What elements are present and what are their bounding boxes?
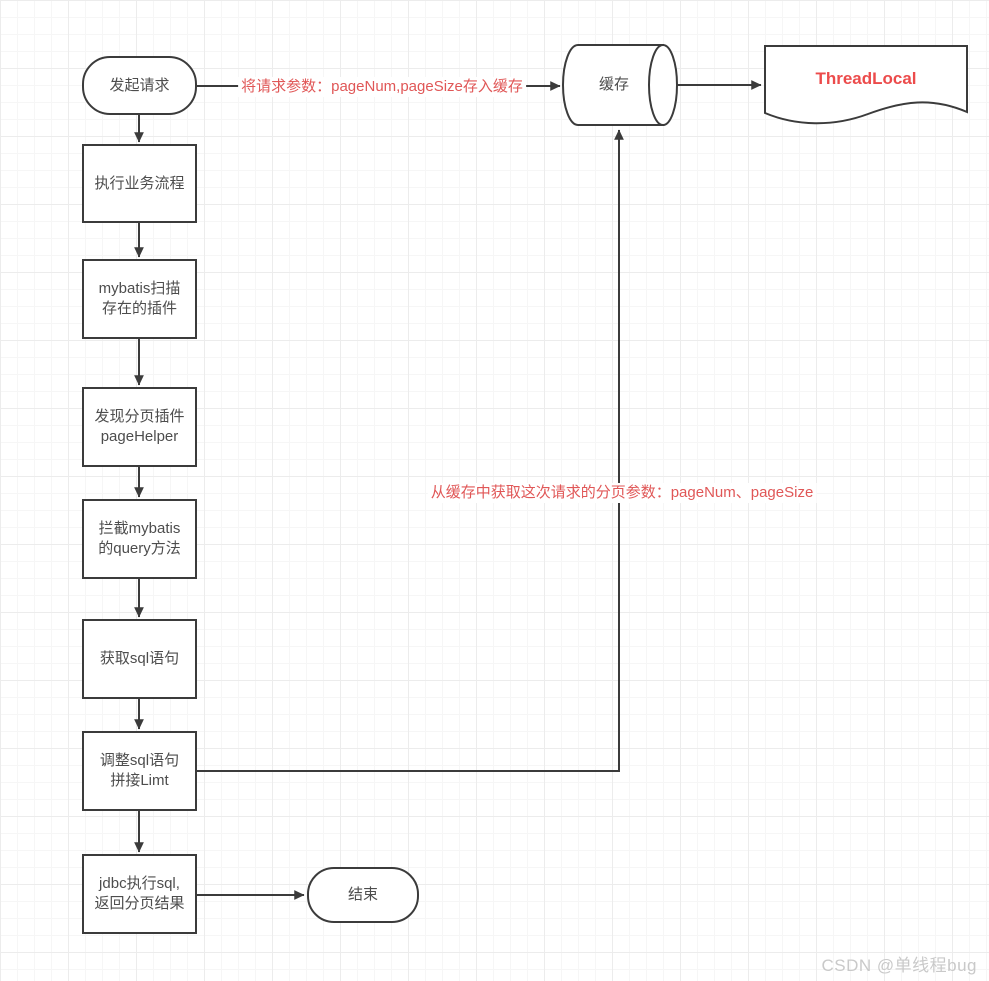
end-node-shape (307, 867, 419, 923)
threadlocal-document-shape (764, 45, 968, 125)
cache-cylinder-body (562, 44, 664, 126)
step1-shape (82, 144, 197, 223)
step2-shape (82, 259, 197, 339)
step4-shape (82, 499, 197, 579)
step3-shape (82, 387, 197, 467)
threadlocal-label: ThreadLocal (815, 69, 917, 88)
step5-shape (82, 619, 197, 699)
start-node-shape (82, 56, 197, 115)
cache-cylinder-cap (648, 44, 678, 126)
edge-label-store-to-cache: 将请求参数：pageNum,pageSize存入缓存 (238, 77, 526, 97)
edge-label-fetch-from-cache: 从缓存中获取这次请求的分页参数：pageNum、pageSize (427, 483, 817, 503)
step7-shape (82, 854, 197, 934)
csdn-watermark: CSDN @单线程bug (821, 956, 977, 975)
edge-step6-cache-feedback (196, 129, 624, 772)
step6-shape (82, 731, 197, 811)
